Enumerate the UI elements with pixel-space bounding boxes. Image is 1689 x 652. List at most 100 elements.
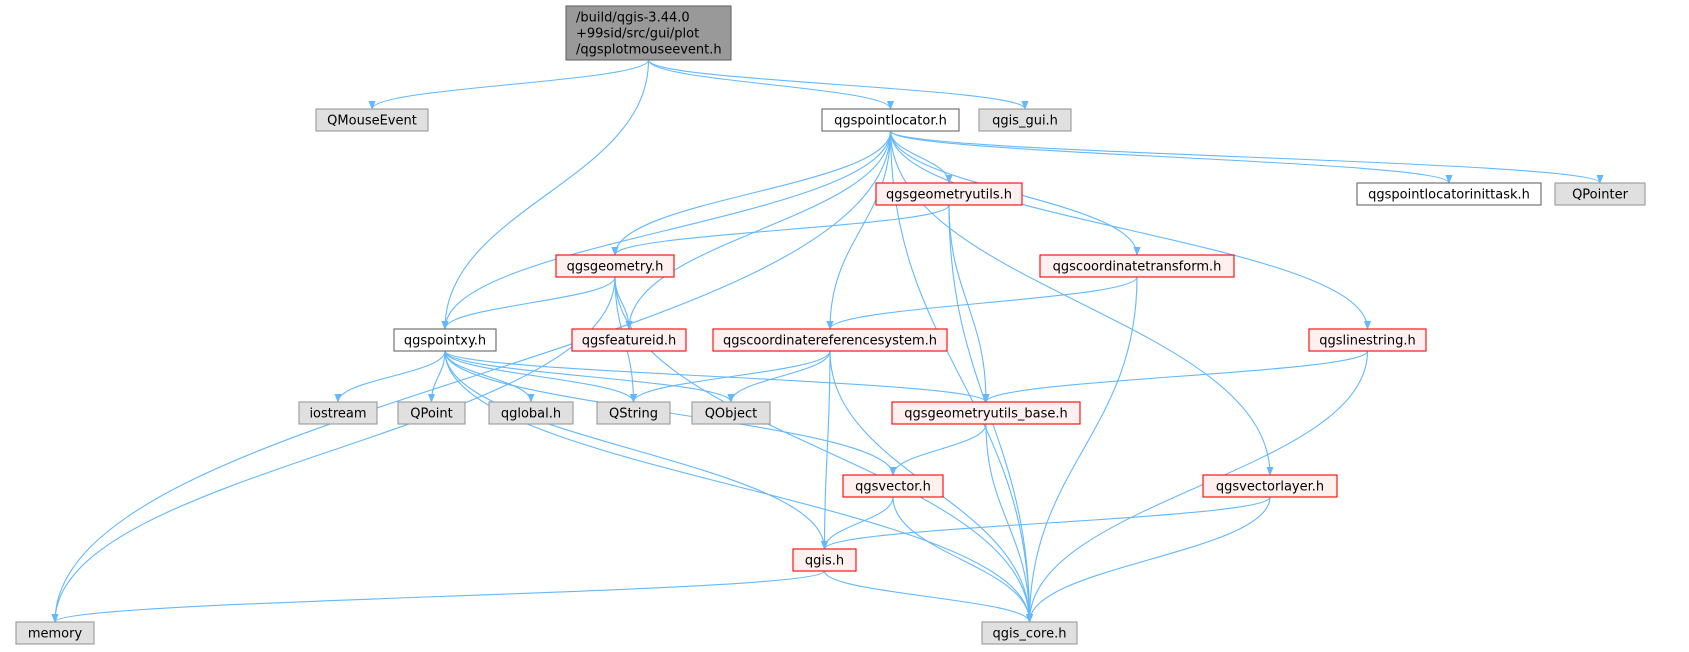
node-qpoint: QPoint — [397, 401, 466, 425]
node-box-qmouseevent — [315, 108, 429, 132]
edge-qgspointxy-to-qstring — [444, 350, 638, 403]
edge-qgspointlocator-to-qgsgeometry — [611, 130, 892, 256]
edge-qgsgeometry-to-qgspointxy — [441, 276, 616, 330]
node-box-qgscoordinatereferencesystem — [712, 328, 948, 352]
edge-qgspointlocator-to-qgscoordinatereferencesystem — [826, 130, 892, 330]
node-qgslinestring[interactable]: qgslinestring.h — [1308, 328, 1427, 352]
node-qobject: QObject — [691, 401, 771, 425]
node-qgscoordinatereferencesystem[interactable]: qgscoordinatereferencesystem.h — [712, 328, 948, 352]
edge-qgspointlocator-to-qgis_core — [889, 130, 1034, 623]
edge-qgscoordinatereferencesystem-to-qobject — [727, 350, 831, 403]
node-label-qgsfeatureid: qgsfeatureid.h — [582, 334, 676, 349]
node-label-qgslinestring: qgslinestring.h — [1319, 334, 1415, 349]
node-label-qgspointlocatorinittask: qgspointlocatorinittask.h — [1368, 188, 1530, 203]
node-qgis_gui: qgis_gui.h — [978, 108, 1072, 132]
node-box-root — [565, 5, 732, 61]
edge-qgspointlocator-to-memory — [51, 130, 892, 623]
node-box-qgsgeometryutils_base — [891, 401, 1081, 425]
edges-layer — [51, 59, 1604, 623]
node-box-qgis — [792, 548, 857, 572]
node-box-qgspointxy — [393, 328, 497, 352]
edge-qgsvector-to-qgis_core — [892, 496, 1034, 623]
edge-qgspointlocator-to-qgslinestring — [889, 130, 1372, 330]
edge-qgsgeometryutils_base-to-qgis_core — [985, 423, 1034, 623]
edge-qgsgeometryutils_base-to-qgsvector — [889, 423, 987, 476]
node-qgscoordinatetransform[interactable]: qgscoordinatetransform.h — [1039, 254, 1235, 278]
node-qpointer: QPointer — [1554, 182, 1646, 206]
edge-qgspointxy-to-qgsgeometryutils_base — [444, 350, 990, 403]
edge-qgspointlocator-to-qgsfeatureid — [625, 130, 892, 330]
node-box-qstring — [596, 401, 671, 425]
node-qgspointxy[interactable]: qgspointxy.h — [393, 328, 497, 352]
node-box-qgis_core — [981, 621, 1078, 645]
node-qstring: QString — [596, 401, 671, 425]
node-label-qstring: QString — [609, 407, 658, 422]
node-qgsgeometryutils[interactable]: qgsgeometryutils.h — [875, 182, 1023, 206]
node-label-qglobal: qglobal.h — [501, 407, 561, 422]
node-box-memory — [15, 621, 95, 645]
node-label-qgsgeometryutils: qgsgeometryutils.h — [886, 188, 1012, 203]
node-box-qobject — [691, 401, 771, 425]
node-qglobal: qglobal.h — [488, 401, 574, 425]
node-qgsgeometry[interactable]: qgsgeometry.h — [555, 254, 675, 278]
node-label-qgscoordinatereferencesystem: qgscoordinatereferencesystem.h — [723, 334, 937, 349]
edge-qgis-to-memory — [51, 570, 826, 623]
node-label-qgspointlocator: qgspointlocator.h — [834, 114, 947, 129]
node-qgspointlocatorinittask[interactable]: qgspointlocatorinittask.h — [1356, 182, 1542, 206]
node-label-qgis: qgis.h — [805, 554, 844, 569]
node-qmouseevent: QMouseEvent — [315, 108, 429, 132]
node-box-qpointer — [1554, 182, 1646, 206]
node-qgis[interactable]: qgis.h — [792, 548, 857, 572]
node-label-qpoint: QPoint — [410, 407, 453, 422]
node-box-qgsgeometryutils — [875, 182, 1023, 206]
node-label-memory: memory — [28, 627, 83, 642]
edge-qgspointxy-to-qobject — [444, 350, 735, 403]
edge-qgspointlocator-to-qgspointlocatorinittask — [889, 130, 1453, 184]
node-box-qgsvectorlayer — [1202, 474, 1338, 498]
edge-qgsvector-to-qgis — [820, 496, 894, 550]
edge-qgscoordinatereferencesystem-to-qgis — [820, 350, 831, 550]
node-memory: memory — [15, 621, 95, 645]
node-label-qobject: QObject — [705, 407, 758, 422]
node-label-qgsvectorlayer: qgsvectorlayer.h — [1216, 480, 1324, 495]
edge-qgspointlocator-to-qgspointxy — [441, 130, 892, 330]
node-qgsvector[interactable]: qgsvector.h — [842, 474, 944, 498]
node-label-qgsvector: qgsvector.h — [855, 480, 931, 495]
node-root[interactable]: /build/qgis-3.44.0+99sid/src/gui/plot/qg… — [565, 5, 732, 61]
node-qgsvectorlayer[interactable]: qgsvectorlayer.h — [1202, 474, 1338, 498]
node-qgspointlocator[interactable]: qgspointlocator.h — [821, 108, 960, 132]
edge-qgscoordinatereferencesystem-to-qstring — [629, 350, 831, 403]
node-label-qpointer: QPointer — [1572, 188, 1629, 203]
node-qgsfeatureid[interactable]: qgsfeatureid.h — [571, 328, 687, 352]
edge-qgsvectorlayer-to-qgis — [821, 496, 1271, 550]
node-label-qgsgeometryutils_base: qgsgeometryutils_base.h — [904, 407, 1067, 422]
edge-qgspointxy-to-qpoint — [427, 350, 446, 403]
edge-qgspointlocator-to-qgsgeometryutils — [889, 130, 953, 184]
node-label-qmouseevent: QMouseEvent — [327, 114, 417, 129]
node-box-qgspointlocator — [821, 108, 960, 132]
node-label-root: /build/qgis-3.44.0 — [576, 11, 690, 26]
nodes-layer: /build/qgis-3.44.0+99sid/src/gui/plot/qg… — [15, 5, 1646, 645]
edge-root-to-qgspointxy — [441, 59, 650, 330]
node-label-qgis_gui: qgis_gui.h — [992, 114, 1058, 129]
node-box-qgsfeatureid — [571, 328, 687, 352]
edge-qgslinestring-to-qgsgeometryutils_base — [982, 350, 1369, 403]
node-label-iostream: iostream — [309, 407, 366, 422]
edge-qgspointxy-to-iostream — [334, 350, 446, 403]
edge-qgspointlocator-to-qpointer — [889, 130, 1604, 184]
edge-qgspointxy-to-qglobal — [444, 350, 535, 403]
node-box-qpoint — [397, 401, 466, 425]
edge-qgsgeometryutils-to-qgsgeometryutils_base — [948, 204, 990, 403]
node-box-qgsvector — [842, 474, 944, 498]
node-label-root: +99sid/src/gui/plot — [576, 27, 699, 42]
edge-qgsgeometry-to-memory — [51, 276, 616, 623]
node-box-qgis_gui — [978, 108, 1072, 132]
node-label-qgsgeometry: qgsgeometry.h — [567, 260, 664, 275]
edge-qgspointxy-to-qgis — [444, 350, 829, 550]
edge-qgscoordinatetransform-to-qgscoordinatereferencesystem — [826, 276, 1138, 330]
node-label-root: /qgsplotmouseevent.h — [576, 43, 722, 58]
node-qgsgeometryutils_base[interactable]: qgsgeometryutils_base.h — [891, 401, 1081, 425]
edge-qgsvectorlayer-to-qgis_core — [1025, 496, 1271, 623]
node-box-iostream — [298, 401, 378, 425]
